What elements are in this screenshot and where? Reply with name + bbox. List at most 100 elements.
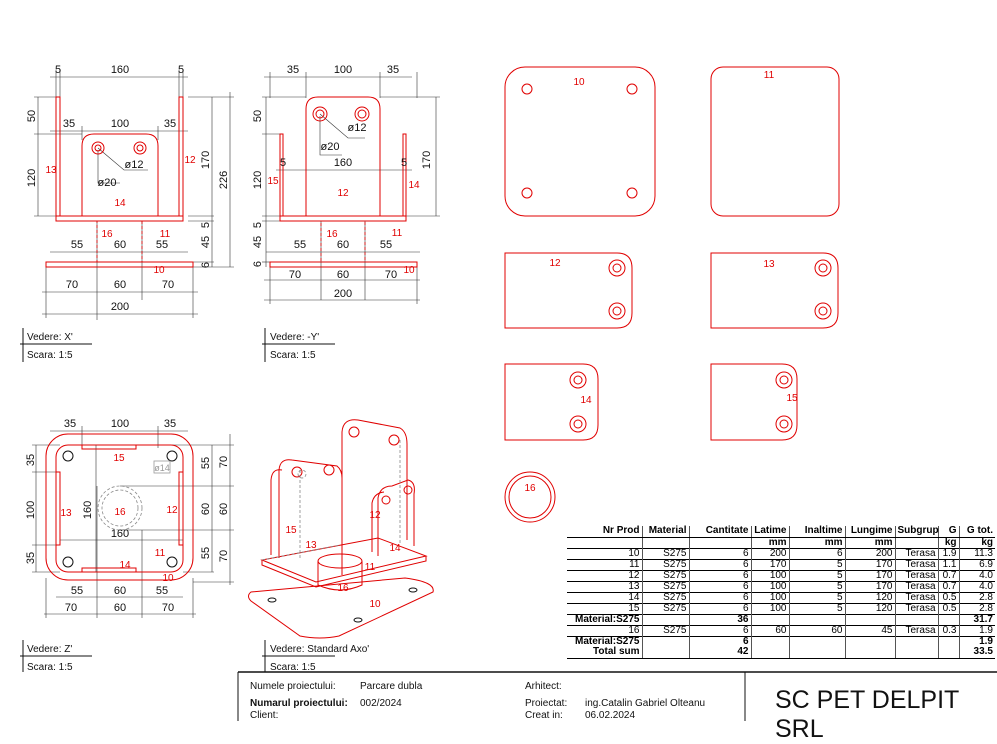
- designer: ing.Catalin Gabriel Olteanu: [585, 698, 706, 709]
- part-label: 16: [524, 483, 536, 494]
- col-header: Latime: [750, 526, 789, 538]
- unit: [688, 537, 751, 548]
- col-header: Inaltime: [788, 526, 845, 538]
- dim-label: 55: [380, 239, 392, 251]
- table-cell: 170: [844, 580, 895, 592]
- part-label: 11: [392, 228, 403, 239]
- dim-label: 35: [25, 454, 37, 466]
- unit: [567, 537, 642, 548]
- dim-label: 160: [82, 501, 94, 519]
- dim-label: 60: [218, 503, 230, 515]
- dim-label: 70: [218, 550, 230, 562]
- table-cell: S275: [641, 580, 689, 592]
- dim-label: 35: [164, 118, 176, 130]
- dim-label: 200: [111, 301, 129, 313]
- dim-label: 5: [252, 222, 264, 228]
- unit: kg: [937, 537, 959, 548]
- table-cell: 60: [750, 624, 789, 636]
- dim-label: 5: [280, 157, 286, 169]
- table-cell: 16: [567, 624, 642, 636]
- table-cell: 11.3: [958, 547, 995, 559]
- subtotal-label: Material:S275: [567, 613, 642, 625]
- table-cell: S275: [641, 602, 689, 614]
- dim-label: 170: [200, 151, 212, 169]
- dim-label: 226: [218, 171, 230, 189]
- table-cell: S275: [641, 591, 689, 603]
- table-cell: 11: [567, 558, 642, 570]
- dim-label: 70: [289, 269, 301, 281]
- table-cell: 4.0: [958, 580, 995, 592]
- part-label: 13: [45, 165, 57, 176]
- dim-label: 55: [71, 585, 83, 597]
- table-cell: 6.9: [958, 558, 995, 570]
- part-label: 11: [365, 562, 376, 573]
- part-label: 10: [153, 265, 165, 276]
- dim-label: 55: [200, 457, 212, 469]
- table-cell: 2.8: [958, 591, 995, 603]
- table-cell: 6: [688, 547, 751, 559]
- view-minus-y: 35 100 35 50 120 170 160 5 5 5 45 6 55 6…: [252, 64, 440, 362]
- dim-label: 120: [26, 169, 38, 187]
- dim-label: 160: [111, 528, 129, 540]
- table-cell: 5: [788, 580, 845, 592]
- created-label: Creat in:: [525, 710, 563, 721]
- dim-label: 100: [25, 501, 37, 519]
- total-label: Total sum: [567, 647, 642, 659]
- hole-note: ø14: [154, 463, 170, 473]
- unit: mm: [788, 537, 845, 548]
- bom-header: Nr Prod Material Cantitate Latime Inalti…: [567, 526, 995, 538]
- table-cell: S275: [641, 558, 689, 570]
- table-cell: 0.7: [937, 569, 959, 581]
- part-label: 12: [337, 188, 349, 199]
- project-name: Parcare dubla: [360, 681, 423, 692]
- title-block-frame: [237, 671, 997, 721]
- table-cell: 5: [788, 591, 845, 603]
- table-cell: 6: [688, 580, 751, 592]
- table-cell: 6: [688, 602, 751, 614]
- view-scale: Scara: 1:5: [27, 662, 73, 673]
- designed-label: Proiectat:: [525, 698, 568, 709]
- table-cell: 1.1: [937, 558, 959, 570]
- table-cell: Terasa: [894, 591, 938, 603]
- table-cell: 100: [750, 591, 789, 603]
- table-cell: 0.7: [937, 580, 959, 592]
- dim-label: 35: [64, 418, 76, 430]
- table-cell: 6: [688, 569, 751, 581]
- table-cell: 6: [788, 547, 845, 559]
- dim-label: 160: [334, 157, 352, 169]
- table-cell: 120: [844, 591, 895, 603]
- project-number-label: Numarul proiectului:: [250, 698, 348, 709]
- table-cell: 170: [844, 558, 895, 570]
- dim-label: 5: [200, 222, 212, 228]
- dim-label: 60: [114, 279, 126, 291]
- dim-label: 70: [66, 279, 78, 291]
- dim-label: 60: [337, 239, 349, 251]
- subtotal-qty: 6: [688, 635, 751, 647]
- part-label: 13: [305, 540, 317, 551]
- flat-parts: 10 11 12 13 14 15 16: [504, 66, 840, 523]
- dim-label: 70: [218, 456, 230, 468]
- view-axo: 15 13 12 14 11 16 10 Vedere: Standard Ax…: [248, 419, 434, 673]
- dim-label: 60: [114, 602, 126, 614]
- dim-label: 35: [25, 552, 37, 564]
- hole-note: ø20: [98, 177, 117, 189]
- table-cell: 45: [844, 624, 895, 636]
- table-cell: 6: [688, 558, 751, 570]
- bill-of-materials: Nr Prod Material Cantitate Latime Inalti…: [567, 526, 995, 659]
- client-label: Client:: [250, 710, 279, 721]
- part-label: 12: [549, 258, 561, 269]
- part-label: 13: [60, 508, 72, 519]
- table-cell: Terasa: [894, 558, 938, 570]
- table-cell: 100: [750, 580, 789, 592]
- col-header: Lungime: [844, 526, 895, 538]
- part-label: 16: [114, 507, 126, 518]
- dim-label: 120: [252, 171, 264, 189]
- part-label: 15: [285, 525, 297, 536]
- dim-label: 100: [111, 118, 129, 130]
- dim-label: 70: [162, 279, 174, 291]
- col-header: Cantitate: [688, 526, 751, 538]
